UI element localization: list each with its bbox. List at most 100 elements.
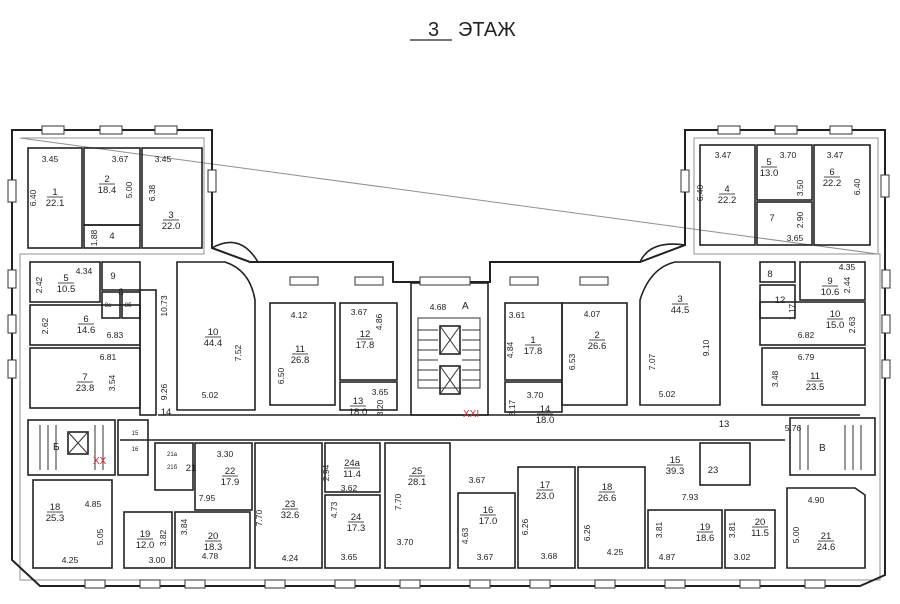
floor-number: 3 (428, 19, 439, 41)
dimension-label: 6.38 (147, 184, 157, 201)
dimension-label: 3.54 (107, 374, 117, 391)
room-34: 21 (186, 463, 197, 474)
dimension-label: 3.45 (155, 154, 172, 164)
room-area: 11.5 (751, 528, 769, 539)
room-4: 510.5 (57, 273, 76, 295)
room-number: 1 (52, 187, 57, 198)
room-number: 4 (724, 184, 729, 195)
room-number: 6 (829, 167, 834, 178)
room-area: 26.6 (598, 493, 617, 504)
dimension-label: 3.67 (351, 307, 368, 317)
room-area: 23.5 (806, 382, 825, 393)
room-area: 24.6 (817, 542, 836, 553)
room-area: 13.0 (760, 168, 779, 179)
room-number: 21 (821, 531, 832, 542)
dimension-label: 6.53 (567, 353, 577, 370)
room-number: 2 (104, 174, 109, 185)
dimension-label: 3.30 (217, 449, 234, 459)
room-area: 39.3 (666, 466, 685, 477)
room-area: 22.0 (162, 221, 181, 232)
dimension-label: 6.82 (798, 330, 815, 340)
room-5: 614.6 (77, 314, 96, 336)
dimension-label: 4.24 (282, 553, 299, 563)
stair-a-label: А (462, 301, 469, 312)
dimension-label: 5.76 (785, 423, 802, 433)
room-number: 21а (167, 452, 178, 458)
room-number: 10 (208, 327, 219, 338)
room-15: 14 (161, 407, 172, 418)
dimension-label: 3.82 (158, 529, 168, 546)
dimension-label: 2.44 (842, 276, 852, 293)
windows (7, 125, 891, 589)
dimension-label: 3.67 (469, 475, 486, 485)
exit-xx-label: XX (93, 456, 107, 467)
room-number: 19 (140, 529, 151, 540)
room-area: 18.0 (349, 407, 368, 418)
room-1: 218.4 (98, 174, 117, 196)
room-area: 17.3 (347, 523, 366, 534)
room-30: 15 (132, 431, 139, 437)
room-number: 8 (118, 287, 123, 298)
room-10: 8б (125, 303, 132, 309)
room-area: 28.1 (408, 477, 427, 488)
room-number: 3 (168, 210, 173, 221)
room-number: 25 (412, 466, 423, 477)
room-area: 26.8 (291, 355, 310, 366)
dimension-label: 3.61 (509, 310, 526, 320)
dimension-label: 4.34 (76, 266, 93, 276)
stair-v-label: В (819, 443, 826, 454)
room-area: 17.8 (356, 340, 375, 351)
room-6: 723.8 (76, 372, 95, 394)
dimension-label: 5.00 (791, 526, 801, 543)
room-number: 9 (110, 271, 115, 282)
room-number: 24 (351, 512, 362, 523)
room-3: 4 (109, 231, 114, 242)
dimension-label: 7.70 (393, 493, 403, 510)
room-29: 13 (719, 419, 730, 430)
room-26: 12 (775, 295, 786, 306)
room-0: 122.1 (46, 187, 65, 209)
room-number: 15 (670, 455, 681, 466)
room-area: 18.3 (204, 542, 223, 553)
dimension-label: 4.90 (808, 495, 825, 505)
room-number: 20 (755, 517, 766, 528)
room-area: 22.1 (46, 198, 65, 209)
room-area: 17.9 (221, 477, 240, 488)
room-area: 14.6 (77, 325, 96, 336)
dimension-label: 4.63 (460, 527, 470, 544)
room-area: 44.4 (204, 338, 223, 349)
room-21: 513.0 (760, 157, 779, 179)
room-area: 22.2 (823, 178, 842, 189)
room-19: 344.5 (671, 294, 690, 316)
room-number: 12 (775, 295, 786, 306)
dimension-label: 4.78 (202, 551, 219, 561)
dimension-label: 3.84 (179, 518, 189, 535)
room-number: 18 (50, 502, 61, 513)
room-area: 18.6 (696, 533, 715, 544)
room-31: 16 (132, 447, 139, 453)
room-33: 21б (167, 465, 178, 471)
room-area: 23.0 (536, 491, 555, 502)
room-25: 910.6 (821, 276, 840, 298)
room-47: 23 (708, 465, 719, 476)
room-7: 8 (118, 287, 123, 298)
dimension-label: 6.26 (520, 518, 530, 535)
room-number: 1 (530, 335, 535, 346)
dimension-label: 3.48 (770, 370, 780, 387)
room-number: 4 (109, 231, 114, 242)
room-number: 24а (344, 458, 361, 469)
dimension-label: 3.65 (341, 552, 358, 562)
room-23: 7 (769, 213, 774, 224)
